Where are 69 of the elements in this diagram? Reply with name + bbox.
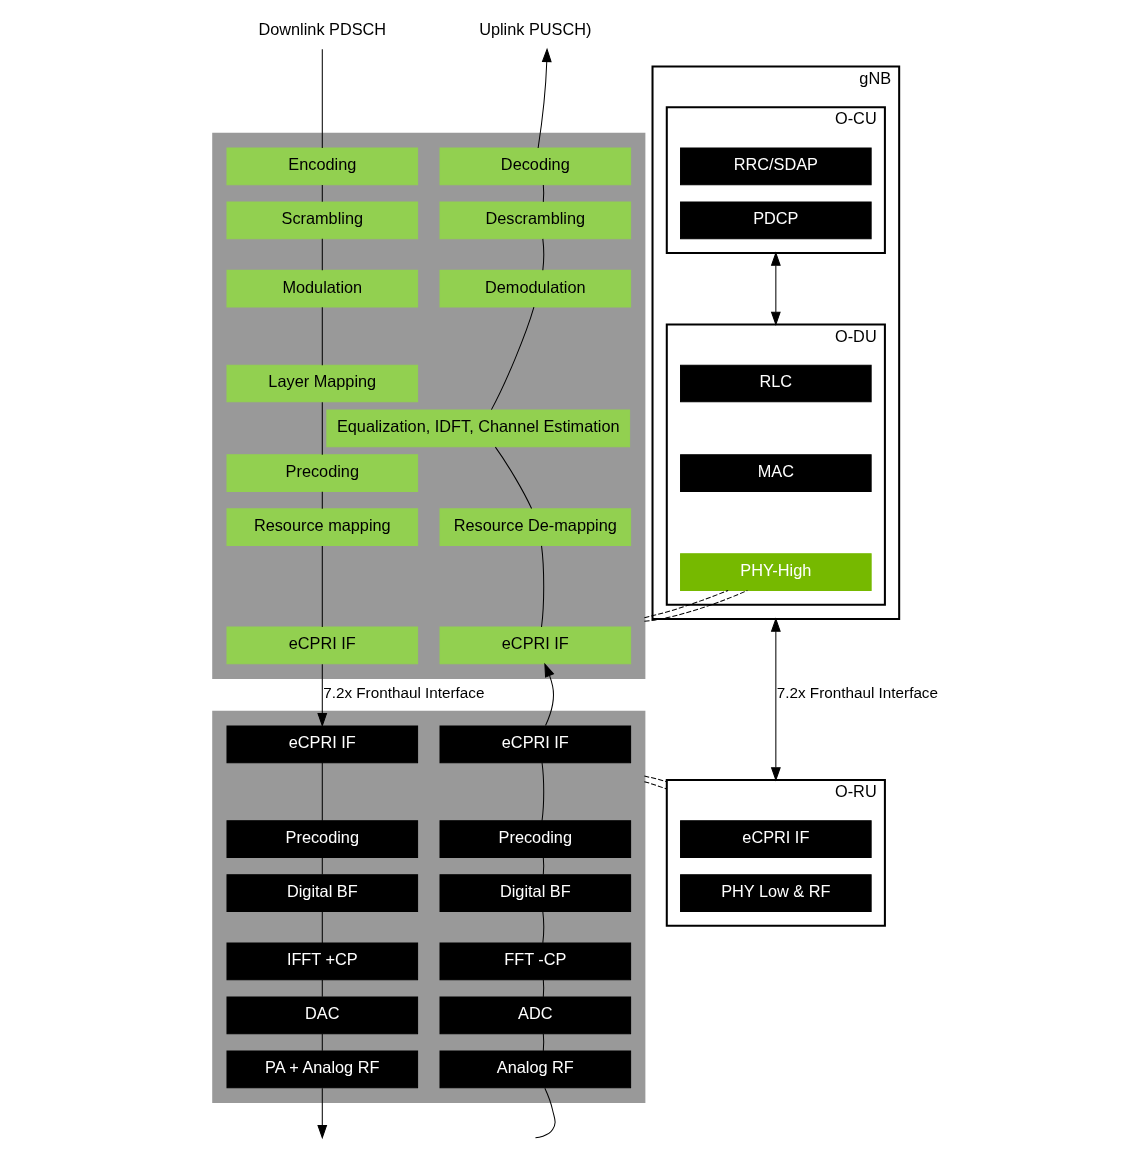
connector: [643, 775, 667, 783]
arrow: [316, 1087, 327, 1140]
connector: [643, 589, 729, 619]
node-box: PDCP: [679, 201, 872, 240]
node-box: DAC: [226, 996, 418, 1035]
node-box: PHY-High: [679, 553, 872, 591]
arrow: [316, 663, 327, 728]
connector: [542, 979, 544, 998]
node-box: eCPRI IF: [439, 725, 631, 764]
connector: [534, 1087, 556, 1139]
node-box: Precoding: [226, 820, 418, 858]
node-box: FFT -CP: [439, 942, 631, 981]
connector: [494, 446, 532, 510]
node-box: Scrambling: [226, 201, 418, 240]
connector: [321, 911, 323, 944]
node-box: ADC: [439, 996, 631, 1035]
connector: [321, 762, 323, 822]
node-box: RLC: [679, 364, 872, 403]
node-box: RRC/SDAP: [679, 147, 872, 186]
arrow: [537, 47, 552, 149]
node-text: Uplink PUSCH): [478, 19, 591, 38]
node-box: Resource mapping: [226, 508, 418, 547]
connector: [541, 911, 544, 944]
connector: [321, 1033, 323, 1052]
edge-label: 7.2x Fronthaul Interface: [322, 684, 484, 702]
connector: [490, 306, 534, 411]
connector: [321, 306, 323, 366]
node-box: Decoding: [439, 147, 631, 186]
node-box: Modulation: [226, 269, 418, 308]
connector: [541, 238, 544, 271]
connector: [321, 491, 323, 510]
node-box: Demodulation: [439, 269, 631, 308]
node-box: eCPRI IF: [679, 820, 872, 858]
edge-label: 7.2x Fronthaul Interface: [776, 684, 938, 702]
connector: [541, 762, 544, 822]
node-box: eCPRI IF: [226, 725, 418, 764]
connector: [643, 781, 667, 790]
node-box: MAC: [679, 454, 872, 493]
connector: [321, 979, 323, 998]
node-box: Resource De-mapping: [439, 508, 631, 547]
node-box: Analog RF: [439, 1050, 631, 1089]
node-box: Equalization, IDFT, Channel Estimation: [325, 409, 630, 448]
node-box: Encoding: [226, 147, 418, 186]
node-box: eCPRI IF: [439, 626, 631, 665]
arrow: [770, 251, 781, 326]
connector: [321, 184, 323, 203]
connector: [542, 1033, 544, 1052]
connector: [542, 184, 544, 203]
connector: [321, 545, 323, 628]
node-text: Downlink PDSCH: [257, 19, 386, 38]
connector: [542, 857, 544, 876]
node-box: IFFT +CP: [226, 942, 418, 981]
node-box: Descrambling: [439, 201, 631, 240]
node-box: Digital BF: [226, 874, 418, 912]
node-box: Layer Mapping: [226, 364, 418, 403]
connector: [540, 545, 544, 628]
connector: [321, 401, 323, 456]
connector: [321, 238, 323, 271]
node-box: Precoding: [439, 820, 631, 858]
connector: [321, 48, 323, 149]
connector: [321, 857, 323, 876]
node-box: Digital BF: [439, 874, 631, 912]
node-box: Precoding: [226, 454, 418, 493]
arrow: [770, 617, 781, 782]
connector: [643, 589, 748, 622]
node-box: PA + Analog RF: [226, 1050, 418, 1089]
node-box: PHY Low & RF: [679, 874, 872, 912]
node-box: eCPRI IF: [226, 626, 418, 665]
arrow: [543, 662, 554, 727]
